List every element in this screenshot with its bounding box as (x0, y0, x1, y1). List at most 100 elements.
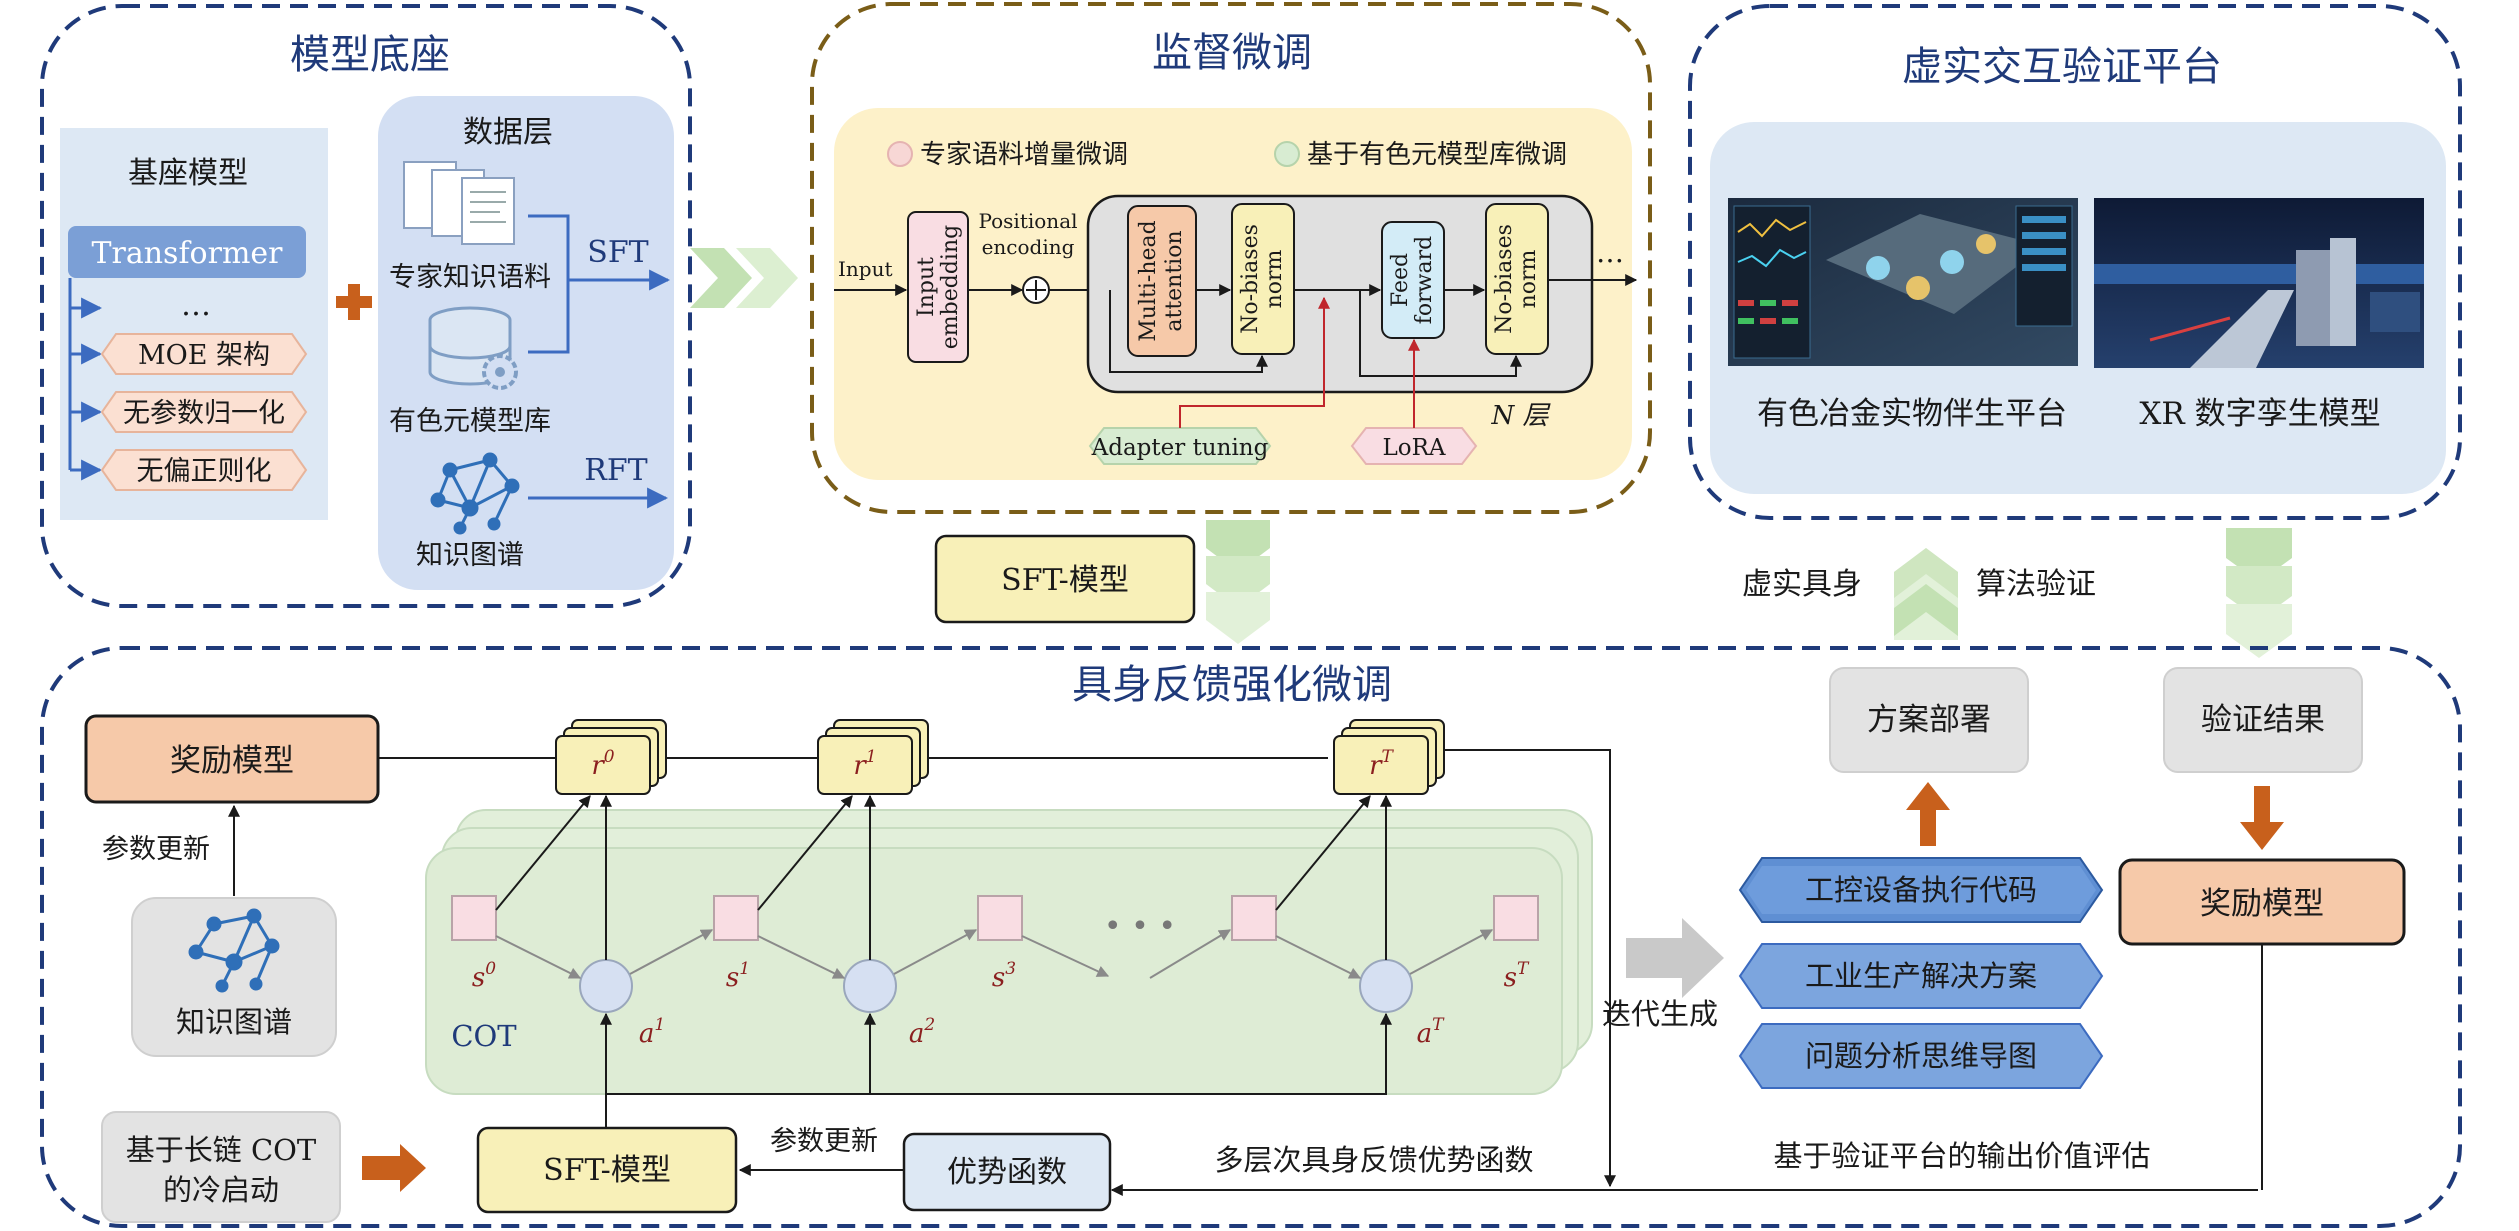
ff-line2: forward (1412, 236, 1437, 324)
output-solution-tag (1738, 943, 2104, 1009)
verify-result-label: 验证结果 (2201, 702, 2325, 738)
sft-model-box-top (934, 534, 1196, 624)
norm1-line1: No-biases (1238, 224, 1263, 334)
reward-stack-T (1333, 719, 1445, 795)
output-code-tag-inner (1746, 866, 2096, 914)
output-solution-label: 工业生产解决方案 (1805, 959, 2037, 993)
state-node-1 (713, 895, 759, 941)
chevron-up-icon (1894, 548, 1958, 640)
action-label-2: a2 (909, 1015, 935, 1049)
state-label-1: s1 (726, 959, 750, 993)
positional-encoding-line1: Positional (978, 209, 1077, 233)
adapter-tuning-label: Adapter tuning (1091, 435, 1269, 461)
reward-stack-1 (817, 719, 929, 795)
state-node-k (1231, 895, 1277, 941)
rl-panel: 具身反馈强化微调 奖励模型 参数更新 知识图谱 COT (40, 646, 2462, 1228)
param-free-norm-tag (100, 391, 308, 433)
knowledge-graph-icon (430, 452, 520, 535)
rl-frame (40, 646, 2462, 1228)
moe-label: MOE 架构 (138, 340, 270, 371)
positional-encoding-line2: encoding (982, 235, 1075, 259)
xr-caption: XR 数字孪生模型 (2139, 396, 2380, 432)
legend-metamodel-label: 基于有色元模型库微调 (1307, 140, 1567, 170)
transformer-ellipsis: … (1596, 236, 1624, 269)
lora-tag (1350, 427, 1478, 465)
state-node-0 (451, 895, 497, 941)
legend-pink-dot (887, 141, 913, 167)
param-free-norm-label: 无参数归一化 (123, 398, 285, 429)
adapter-tuning-tag (1088, 427, 1272, 465)
cold-start-line2: 的冷启动 (163, 1173, 279, 1207)
mha-line2: attention (1162, 230, 1187, 331)
input-label: Input (838, 257, 893, 281)
value-eval-label: 基于验证平台的输出价值评估 (1773, 1139, 2150, 1173)
norm1-line2: norm (1262, 249, 1287, 308)
supervised-ft-panel: 监督微调 专家语料增量微调 基于有色元模型库微调 Input Input emb… (810, 2, 1652, 514)
ff-line1: Feed (1388, 253, 1413, 307)
legend-expert-label: 专家语料增量微调 (920, 140, 1128, 170)
model-base-title: 模型底座 (290, 32, 450, 78)
action-label-1: a1 (639, 1015, 665, 1049)
reward-label-T: rT (1369, 747, 1394, 781)
supervised-ft-title: 监督微调 (1152, 30, 1312, 76)
sft-model-label-top: SFT-模型 (1001, 563, 1129, 598)
knowledge-graph-label: 知识图谱 (416, 540, 524, 571)
algo-verify-label: 算法验证 (1976, 567, 2096, 602)
iterate-arrow-icon (1626, 918, 1724, 998)
rl-title: 具身反馈强化微调 (1072, 662, 1392, 708)
chevron-right-icon (690, 248, 798, 308)
sft-label: SFT (587, 235, 648, 270)
xr-digital-twin-image (2094, 198, 2424, 368)
cold-start-line1: 基于长链 COT (126, 1133, 317, 1167)
state-label-0: s0 (472, 959, 496, 993)
output-mindmap-label: 问题分析思维导图 (1805, 1039, 2037, 1073)
norm2-line2: norm (1516, 249, 1541, 308)
virtual-real-label: 虚实具身 (1742, 567, 1862, 602)
deployment-label: 方案部署 (1867, 702, 1991, 738)
input-embedding-line2: embedding (938, 225, 963, 349)
mha-line1: Multi-head (1136, 220, 1161, 341)
chain-dots: • • • (1104, 909, 1176, 944)
reward-stack-0 (555, 719, 667, 795)
norm2-line1: No-biases (1492, 224, 1517, 334)
multi-level-label: 多层次具身反馈优势函数 (1214, 1143, 1533, 1177)
feed-forward-box (1381, 221, 1445, 339)
action-node-1 (579, 959, 633, 1013)
chevron-down-icon (1206, 520, 1270, 644)
data-layer-title: 数据层 (463, 115, 553, 150)
state-label-3: s3 (992, 959, 1016, 993)
state-node-3 (977, 895, 1023, 941)
model-base-panel: 模型底座 基座模型 Transformer … MOE 架构 无参数归一化 无偏… (40, 4, 692, 608)
rft-label: RFT (584, 453, 647, 488)
output-code-label: 工控设备执行代码 (1805, 873, 2037, 907)
state-node-T (1493, 895, 1539, 941)
expert-corpus-label: 专家知识语料 (389, 262, 551, 293)
chevron-down-right-icon (2226, 528, 2292, 658)
documents-icon (403, 161, 515, 245)
moe-tag (100, 333, 308, 375)
lora-label: LoRA (1382, 435, 1445, 461)
n-layers-label: N 层 (1490, 401, 1551, 431)
arrow-right-icon (362, 1144, 426, 1192)
action-node-T (1359, 959, 1413, 1013)
action-node-2 (843, 959, 897, 1013)
unbiased-reg-tag (100, 449, 308, 491)
advantage-label: 优势函数 (947, 1155, 1067, 1190)
supervised-ft-frame (810, 2, 1652, 514)
param-update-label-bottom: 参数更新 (770, 1126, 878, 1157)
metamodel-lib-label: 有色元模型库 (389, 406, 551, 437)
add-operator-icon (1022, 276, 1050, 304)
knowledge-graph-label-left: 知识图谱 (176, 1005, 292, 1039)
plus-icon (336, 284, 372, 320)
arrow-up-icon (1906, 782, 1950, 846)
multi-head-attention-box (1127, 205, 1197, 357)
legend-green-dot (1274, 141, 1300, 167)
state-label-T: sT (1504, 959, 1530, 993)
vr-platform-title: 虚实交互验证平台 (1902, 44, 2222, 90)
output-mindmap-tag (1738, 1023, 2104, 1089)
input-embedding-box (907, 211, 969, 363)
input-embedding-line1: Input (914, 257, 939, 317)
iterative-label: 迭代生成 (1602, 997, 1718, 1031)
reward-label-0: r0 (591, 747, 614, 781)
